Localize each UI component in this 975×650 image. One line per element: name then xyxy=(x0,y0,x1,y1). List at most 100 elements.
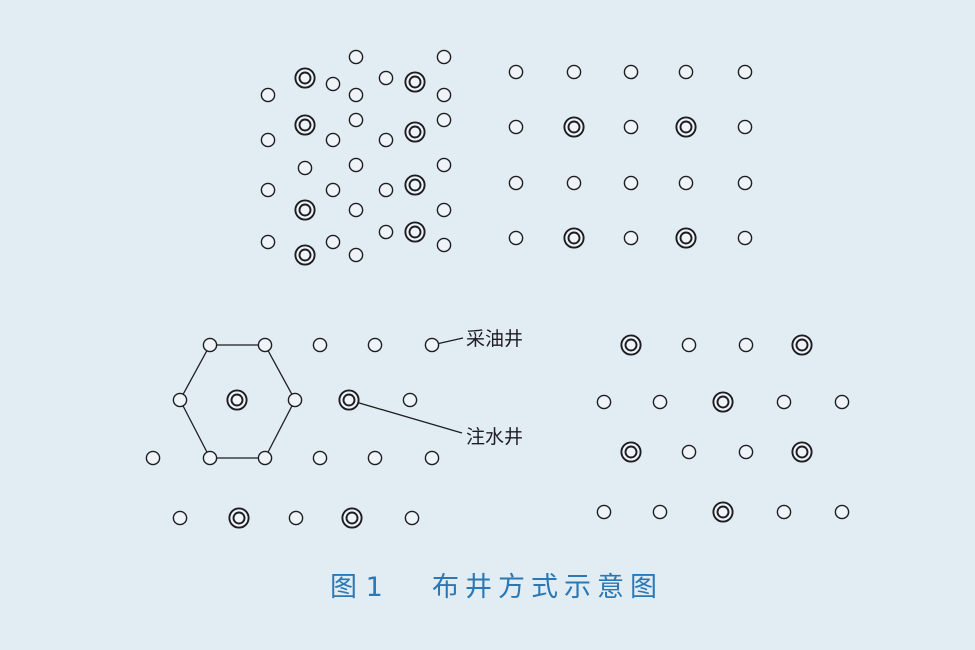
production-well xyxy=(424,450,440,466)
production-well xyxy=(348,202,364,218)
injection-well-inner-ring xyxy=(795,338,809,352)
production-well xyxy=(678,64,694,80)
production-well xyxy=(566,175,582,191)
production-well xyxy=(566,64,582,80)
production-well xyxy=(378,224,394,240)
injection-well xyxy=(404,121,426,143)
production-well xyxy=(834,394,850,410)
injection-well-inner-ring xyxy=(298,118,312,132)
production-well xyxy=(436,157,452,173)
production-well xyxy=(288,510,304,526)
production-well xyxy=(776,394,792,410)
hexagon-edge xyxy=(264,399,296,459)
production-well xyxy=(652,504,668,520)
production-well xyxy=(508,119,524,135)
production-well xyxy=(404,510,420,526)
production-well xyxy=(737,175,753,191)
injection-well-inner-ring xyxy=(567,120,581,134)
hexagon-edge xyxy=(179,344,211,401)
injection-well xyxy=(294,67,316,89)
production-well xyxy=(436,112,452,128)
production-well xyxy=(738,337,754,353)
production-well xyxy=(287,392,303,408)
production-well xyxy=(436,87,452,103)
injection-well xyxy=(620,441,642,463)
production-well xyxy=(348,247,364,263)
production-well xyxy=(436,202,452,218)
injection-well xyxy=(791,334,813,356)
injection-well-inner-ring xyxy=(624,445,638,459)
injection-well xyxy=(338,389,360,411)
injection-well xyxy=(712,391,734,413)
injection-well xyxy=(791,441,813,463)
injection-well-inner-ring xyxy=(716,505,730,519)
production-well xyxy=(737,64,753,80)
production-well xyxy=(367,450,383,466)
production-well xyxy=(348,87,364,103)
well-pattern-bottom-right xyxy=(596,334,850,523)
production-well xyxy=(652,394,668,410)
production-well xyxy=(378,70,394,86)
production-well xyxy=(145,450,161,466)
injection-well xyxy=(620,334,642,356)
production-well xyxy=(508,64,524,80)
production-well xyxy=(596,504,612,520)
injection-well-inner-ring xyxy=(298,203,312,217)
injection-well xyxy=(404,174,426,196)
production-well xyxy=(325,132,341,148)
production-well xyxy=(325,234,341,250)
injection-well-inner-ring xyxy=(230,393,244,407)
production-well xyxy=(623,175,639,191)
injection-well-inner-ring xyxy=(624,338,638,352)
production-well xyxy=(260,234,276,250)
injection-well-inner-ring xyxy=(408,225,422,239)
production-well xyxy=(172,392,188,408)
production-well xyxy=(737,230,753,246)
injection-well xyxy=(675,116,697,138)
injection-well-inner-ring xyxy=(232,511,246,525)
hexagon-outline xyxy=(179,344,296,459)
injection-well-inner-ring xyxy=(345,511,359,525)
injection-well xyxy=(226,389,248,411)
figure-caption: 布井方式示意图 xyxy=(432,572,663,603)
injection-well xyxy=(294,199,316,221)
production-well xyxy=(436,237,452,253)
production-well xyxy=(737,119,753,135)
production-well xyxy=(378,182,394,198)
production-well xyxy=(348,157,364,173)
production-well xyxy=(202,450,218,466)
injection-well-inner-ring xyxy=(408,125,422,139)
production-well xyxy=(325,182,341,198)
production-well xyxy=(202,337,218,353)
production-well xyxy=(260,182,276,198)
injection-well-inner-ring xyxy=(716,395,730,409)
injection-well-inner-ring xyxy=(342,393,356,407)
injection-well-inner-ring xyxy=(408,178,422,192)
production-well xyxy=(508,175,524,191)
hexagon-edge xyxy=(264,344,296,401)
injection-well xyxy=(341,507,363,529)
injection-well-inner-ring xyxy=(408,75,422,89)
injection-well xyxy=(712,501,734,523)
injection-well xyxy=(675,227,697,249)
production-well xyxy=(776,504,792,520)
production-well xyxy=(436,49,452,65)
well-pattern-top-left xyxy=(260,49,452,266)
production-well xyxy=(681,444,697,460)
injection-well xyxy=(563,227,585,249)
production-well xyxy=(260,87,276,103)
production-well xyxy=(623,230,639,246)
injection-well xyxy=(228,507,250,529)
well-pattern-top-right xyxy=(508,64,753,249)
production-well xyxy=(348,49,364,65)
production-well xyxy=(172,510,188,526)
hexagon-edge xyxy=(179,399,211,459)
production-well xyxy=(367,337,383,353)
injection-well-label: 注水井 xyxy=(466,426,523,448)
production-well xyxy=(623,64,639,80)
production-well xyxy=(402,392,418,408)
injection-well-inner-ring xyxy=(679,231,693,245)
injection-well xyxy=(294,114,316,136)
injection-well xyxy=(294,244,316,266)
